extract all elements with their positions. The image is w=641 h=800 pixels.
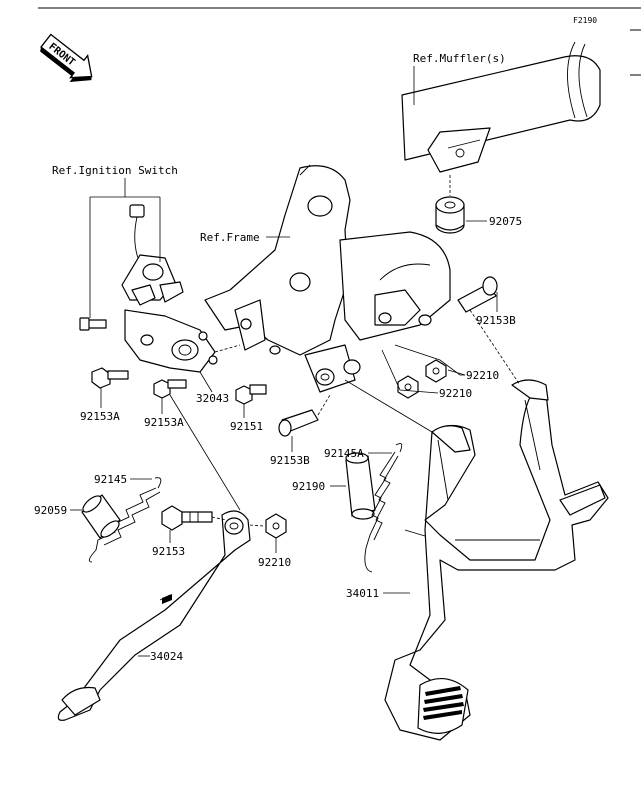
bolt-92153A-left (91, 367, 129, 389)
callout-32043: 32043 (196, 392, 229, 405)
frame-part (204, 164, 451, 393)
callout-34011: 34011 (346, 587, 379, 600)
front-arrow-icon: FRONT (40, 33, 93, 83)
leader-32043 (199, 371, 213, 393)
leader-92153-dash (211, 516, 227, 521)
sleeve-92059 (81, 494, 121, 539)
callout-92153: 92153 (152, 545, 185, 558)
figure-code: F2190 (573, 16, 597, 25)
leader-92210-a (394, 344, 465, 376)
callout-92145A: 92145A (324, 447, 364, 460)
center-stand-34011 (384, 379, 609, 741)
leader-92210-b (381, 349, 439, 394)
callout-92075: 92075 (489, 215, 522, 228)
callout-34024: 34024 (150, 650, 183, 663)
pin-92153B-mid (278, 409, 319, 437)
spring-92145A (364, 443, 403, 573)
leader-92210-c-dash (249, 524, 265, 527)
nut-92210-a (425, 359, 447, 383)
callout-92153A-mid: 92153A (144, 416, 184, 429)
bolt-92151 (235, 384, 267, 405)
muffler-ref-label: Ref.Muffler(s) (413, 52, 506, 65)
connect-frame-stand (344, 379, 433, 433)
callout-92153B-top: 92153B (476, 314, 516, 327)
connect-pin-stand (469, 309, 521, 386)
callout-92153A-left: 92153A (80, 410, 120, 423)
callout-92145: 92145 (94, 473, 127, 486)
frame-ref-label: Ref.Frame (200, 231, 260, 244)
connect-frame-sidestand (169, 394, 241, 511)
callout-92151: 92151 (230, 420, 263, 433)
callout-92210-c: 92210 (258, 556, 291, 569)
nut-92210-b (397, 375, 419, 399)
bolt-92153A-mid (153, 379, 187, 399)
bolt-92153 (161, 505, 213, 531)
pin-92153B-top (457, 276, 498, 313)
callout-92210-b: 92210 (439, 387, 472, 400)
side-stand-34024 (57, 510, 251, 721)
callout-92153B-mid: 92153B (270, 454, 310, 467)
bolt-small-left (79, 317, 107, 331)
leader-92210-a-branch (447, 369, 466, 376)
ignition-switch-part (121, 204, 218, 373)
sleeve-92190 (345, 452, 376, 520)
connect-switch-frame (214, 344, 241, 353)
ignition-ref-label: Ref.Ignition Switch (52, 164, 178, 177)
nut-92210-c (265, 513, 287, 539)
muffler-part (401, 41, 601, 173)
callout-92210-a: 92210 (466, 369, 499, 382)
damper-92075 (435, 196, 465, 234)
leader-92153B-mid-dash (317, 394, 331, 416)
callout-92190: 92190 (292, 480, 325, 493)
callout-92059: 92059 (34, 504, 67, 517)
